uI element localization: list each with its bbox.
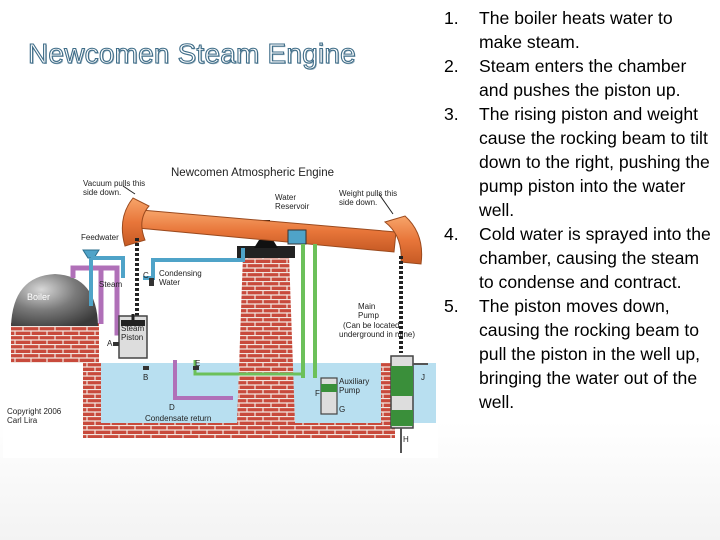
vacuum-label: Vacuum pulls this side down. [83,179,147,197]
weight-label: Weight pulls this side down. [339,189,399,207]
step-item: 1. The boiler heats water to make steam. [444,6,718,54]
slide-title: Newcomen Steam Engine [27,37,356,69]
newcomen-engine-diagram: Newcomen Atmospheric Engine Vacuum pulls… [3,128,438,458]
g-label: G [339,405,345,414]
d-label: D [169,403,175,412]
boiler-base [11,323,99,363]
aux-pump-pipe [301,244,317,378]
condensing-pipe-green [193,360,303,376]
brick-tower [237,255,295,423]
step-text: Cold water is sprayed into the chamber, … [479,224,711,292]
valve-a [113,342,119,346]
aux-pump-piston [321,384,337,392]
vacuum-arrow [122,185,136,195]
steam-label: Steam [99,280,122,289]
steam-piston [121,320,145,326]
step-number: 3. [444,104,459,124]
feedwater-pipe [89,256,125,306]
main-pump-base [391,410,413,426]
e-label: E [195,359,200,368]
step-item: 4. Cold water is sprayed into the chamber… [444,222,718,294]
f-label: F [315,389,320,398]
step-text: Steam enters the chamber and pushes the … [479,56,687,100]
main-pump-label: Main Pump (Can be located underground in… [339,302,415,339]
auxiliary-pump-label: Auxiliary Pump [339,377,371,395]
a-label: A [107,339,113,348]
c-label: C [143,271,149,280]
diagram-title: Newcomen Atmospheric Engine [171,167,334,179]
step-item: 2. Steam enters the chamber and pushes th… [444,54,718,102]
tower-cap [237,246,295,258]
feedwater-label: Feedwater [81,233,119,242]
b-label: B [143,373,148,382]
condensing-water-label: Condensing Water [159,269,204,287]
step-text: The boiler heats water to make steam. [479,8,673,52]
copyright-label: Copyright 2006 Carl Lira [7,407,64,425]
valve-c [149,278,154,286]
step-item: 5. The piston moves down, causing the roc… [444,294,718,414]
step-number: 1. [444,8,459,28]
step-text: The rising piston and weight cause the r… [479,104,710,220]
step-number: 2. [444,56,459,76]
step-text: The piston moves down, causing the rocki… [479,296,701,412]
beam-end-left [121,197,150,247]
weight-arrow [378,193,394,215]
step-item: 3. The rising piston and weight cause the… [444,102,718,222]
water-reservoir-label: Water Reservoir [275,193,310,211]
valve-b [143,366,149,370]
aux-pump [320,377,338,415]
main-pump-piston [391,366,413,396]
j-label: J [421,373,425,382]
valve-e [193,366,199,370]
step-number: 4. [444,224,459,244]
step-number: 5. [444,296,459,316]
h-label: H [403,435,409,444]
condensate-return-label: Condensate return [145,414,211,423]
steam-pipe-2 [70,265,101,278]
step-list: 1.The boiler heats water to make steam. … [444,6,718,414]
beam-end-right [383,215,423,265]
steam-piston-label: Steam Piston [121,324,146,342]
water-reservoir [287,229,307,245]
condensate-return-pipe [173,360,233,400]
boiler-label: Boiler [27,292,50,302]
boiler-dome [11,274,98,326]
